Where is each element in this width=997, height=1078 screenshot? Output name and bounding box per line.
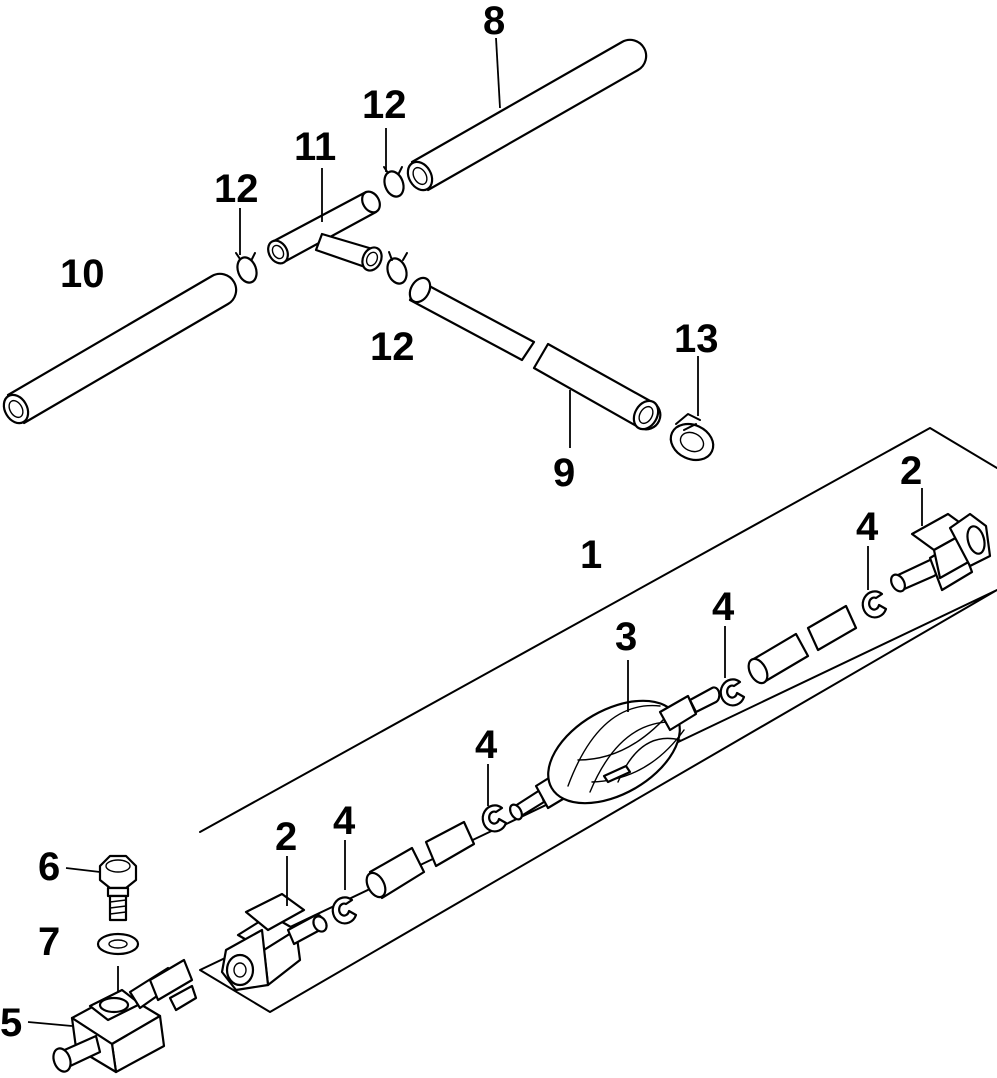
t-connector-part-11 [267,190,383,272]
hose-segment-left-pair [365,820,476,900]
clamp-part-13 [669,413,715,462]
hose-clip-part-12-left [235,252,258,284]
callout-7: 7 [38,920,60,964]
hose-part-9 [408,276,662,431]
washer-part-7 [96,932,140,956]
c-ring-part-4-a [331,896,358,925]
callout-12-left: 12 [214,167,259,211]
callout-6: 6 [38,845,60,889]
hose-part-8 [406,38,648,192]
callout-4-right: 4 [712,585,735,629]
callout-labels: 8 12 11 12 10 12 13 9 2 4 1 4 3 4 4 2 6 … [0,0,922,1045]
leader-lines [27,37,923,1027]
callout-2-left: 2 [275,815,297,859]
hose-clip-part-12-right [386,251,408,285]
c-ring-part-4-d [861,590,888,619]
bracket-part-5 [52,958,198,1074]
c-ring-part-4-b [481,804,508,833]
hose-clip-part-12-top [383,166,405,198]
callout-4-middle: 4 [475,723,498,767]
connector-part-2-left [220,892,328,992]
callout-5: 5 [0,1001,22,1045]
callout-4-far-right: 4 [856,505,879,549]
primer-bulb-part-3 [509,686,721,821]
callout-12-bottom: 12 [370,325,415,369]
connector-part-2-right [890,512,992,593]
callout-3: 3 [615,615,637,659]
callout-1: 1 [580,533,602,577]
callout-11: 11 [294,125,336,169]
bolt-part-6 [98,854,138,922]
callout-4-left: 4 [333,799,356,843]
callout-8: 8 [483,0,505,43]
callout-2-right: 2 [900,449,922,493]
hose-part-10 [2,272,238,425]
callout-12-top: 12 [362,83,407,127]
callout-10: 10 [60,252,105,296]
c-ring-part-4-c [719,678,746,707]
hose-segment-right-pair [747,604,858,685]
callout-9: 9 [553,451,575,495]
callout-13: 13 [674,317,719,361]
